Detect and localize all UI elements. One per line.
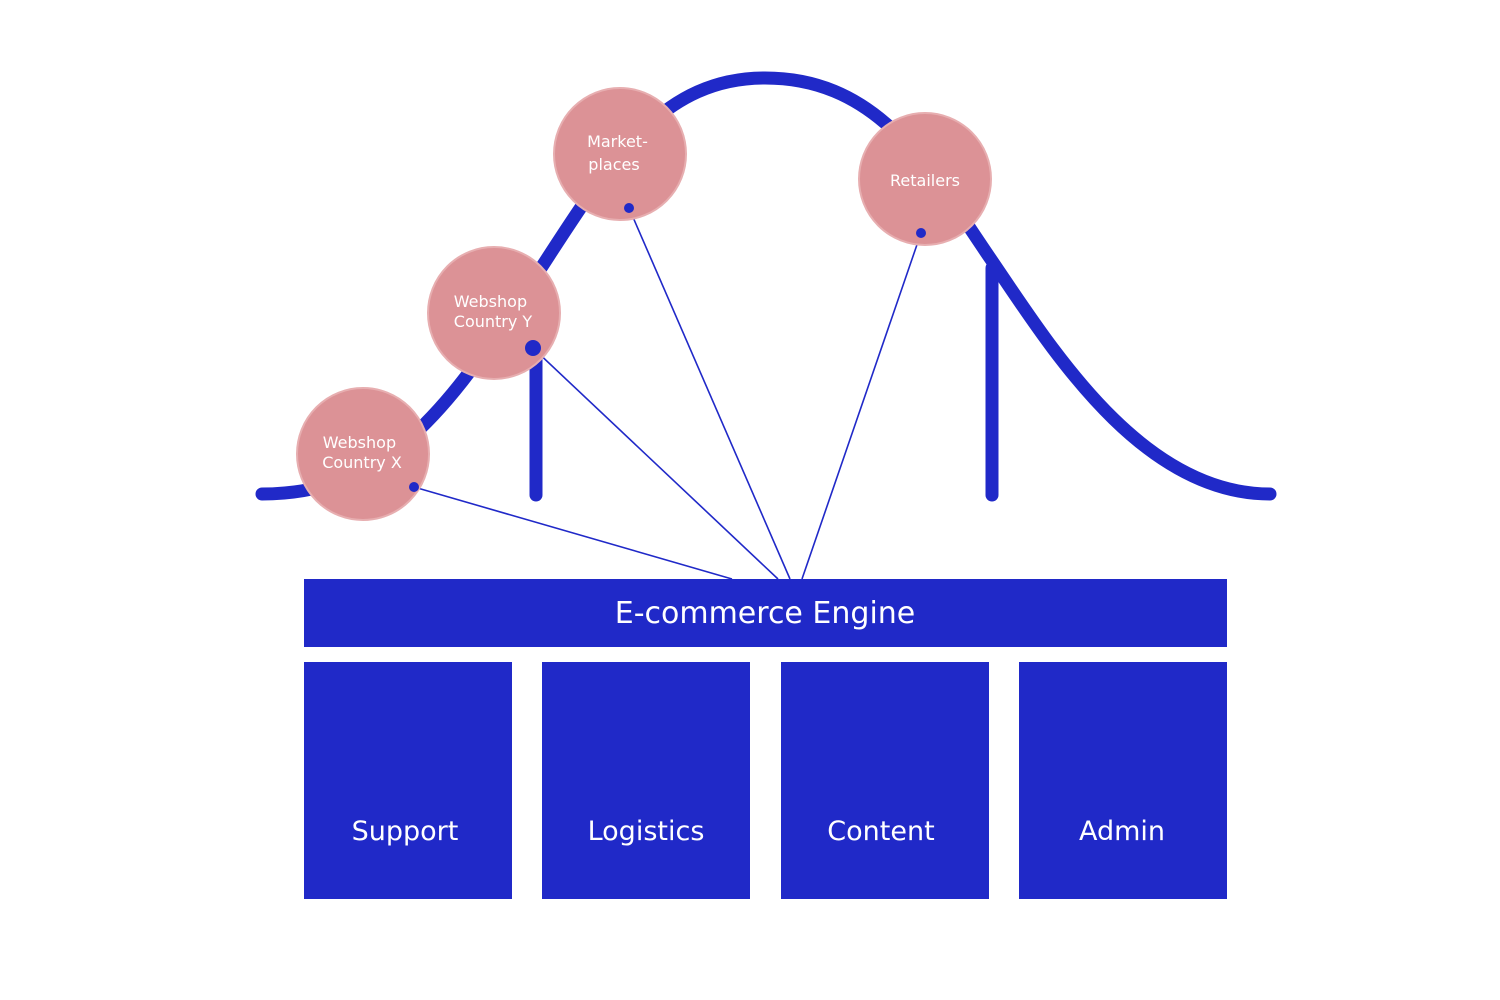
module-label: Admin — [1079, 816, 1165, 847]
channel-label-line: Retailers — [890, 171, 960, 190]
connector-webshop-y — [532, 347, 779, 580]
channel-label-line: Country X — [322, 453, 402, 472]
channel-node-marketplaces: Market- places — [553, 87, 687, 221]
channel-label-line: Market- — [587, 132, 648, 151]
channel-label-line: Webshop — [454, 292, 527, 311]
growth-curve — [255, 71, 1277, 501]
channel-node-webshop-y: Webshop Country Y — [427, 246, 561, 380]
channel-label-line: Webshop — [323, 433, 396, 452]
ecommerce-engine-label: E-commerce Engine — [615, 596, 916, 631]
svg-text:Webshop Country Y: Webshop Country Y — [454, 292, 533, 331]
anchor-dot — [916, 228, 926, 238]
module-label: Support — [352, 816, 459, 847]
anchor-dot — [409, 482, 419, 492]
module-support: Support — [304, 662, 512, 899]
module-label: Logistics — [588, 816, 705, 847]
module-admin: Admin — [1019, 662, 1227, 899]
channel-label-line: places — [588, 155, 639, 174]
connector-marketplaces — [628, 207, 791, 580]
channel-node-webshop-x: Webshop Country X — [296, 387, 430, 521]
anchor-dot — [624, 203, 634, 213]
svg-text:Webshop Country X: Webshop Country X — [322, 433, 402, 472]
connector-retailers — [801, 232, 922, 580]
svg-text:Retailers: Retailers — [890, 171, 960, 190]
ecommerce-engine-bar — [304, 579, 1227, 647]
module-logistics: Logistics — [542, 662, 750, 899]
module-label: Content — [827, 816, 934, 847]
connector-webshop-x — [413, 486, 733, 580]
channel-node-retailers: Retailers — [858, 112, 992, 246]
svg-text:Market- places: Market- places — [587, 132, 653, 174]
channel-label-line: Country Y — [454, 312, 533, 331]
anchor-dot — [525, 340, 541, 356]
module-content: Content — [781, 662, 989, 899]
